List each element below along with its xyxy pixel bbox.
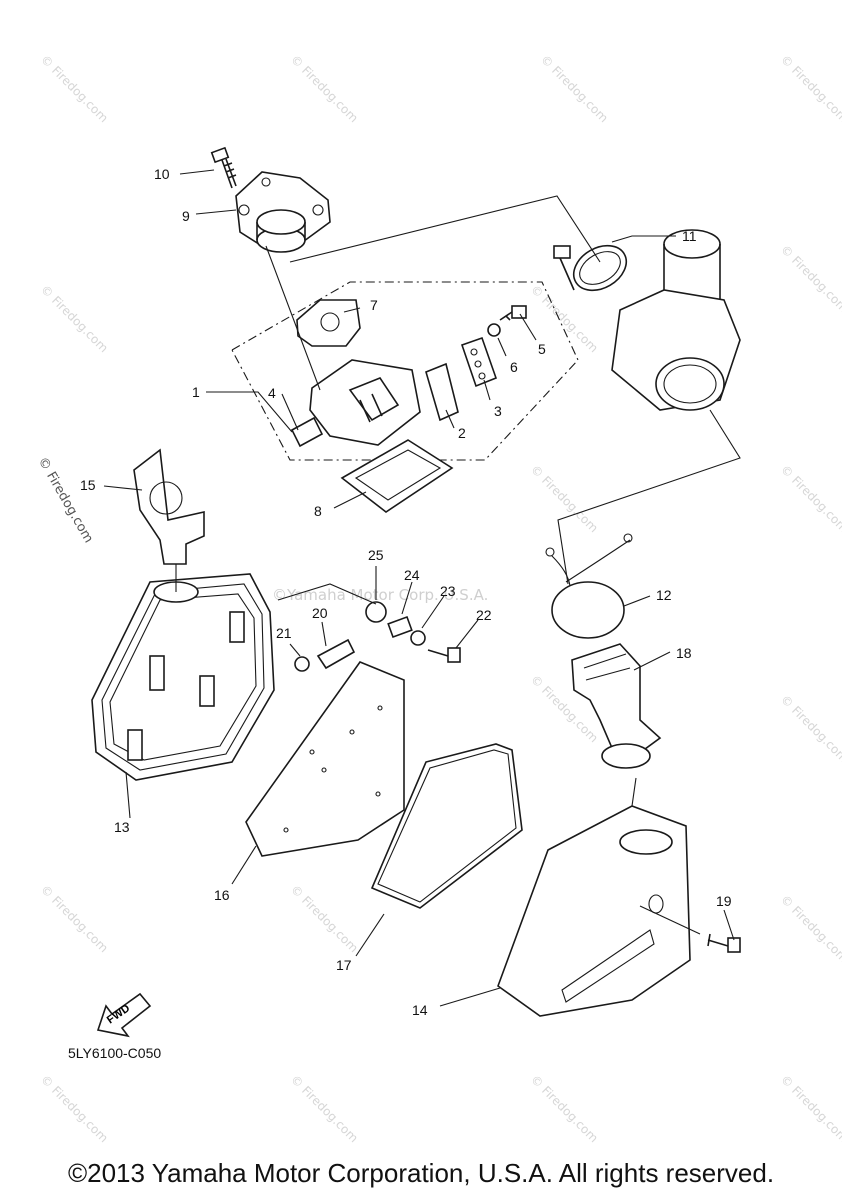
watermark: © Firedog.com: [778, 52, 842, 125]
part-12-cap: [545, 533, 633, 639]
watermark: © Firedog.com: [778, 892, 842, 965]
callout-20: 20: [312, 605, 328, 621]
watermark: © Firedog.com: [288, 52, 361, 125]
callout-14: 14: [412, 1002, 428, 1018]
part-4-gasket: [290, 416, 324, 448]
diagram-code: 5LY6100-C050: [68, 1045, 162, 1061]
callout-2: 2: [458, 425, 466, 441]
callout-10: 10: [154, 166, 170, 182]
part-3-plate: [460, 336, 498, 388]
watermark: © Firedog.com: [38, 52, 111, 125]
callout-15: 15: [80, 477, 96, 493]
callout-12: 12: [656, 587, 672, 603]
part-2-reed: [425, 362, 459, 422]
watermark: © Firedog.com: [538, 52, 611, 125]
callout-11: 11: [682, 228, 697, 244]
callout-3: 3: [494, 403, 502, 419]
callouts: 1 2 3 4 5 6 7 8 9 10 11 12 13 14 15 16 1…: [80, 166, 732, 1018]
callout-13: 13: [114, 819, 130, 835]
copyright-footer: ©2013 Yamaha Motor Corporation, U.S.A. A…: [67, 1158, 775, 1188]
part-8-gasket: [340, 439, 454, 513]
part-15-bracket: [133, 448, 205, 565]
part-17-seal: [370, 743, 523, 909]
watermark-side-left: © Firedog.com: [35, 455, 96, 546]
watermark: © Firedog.com: [38, 282, 111, 355]
watermark: © Firedog.com: [288, 1072, 361, 1145]
part-10-bolt: [210, 146, 237, 189]
part-14-case-cover: [497, 805, 691, 1017]
intake-joint: [611, 229, 741, 411]
watermark: © Firedog.com: [528, 462, 601, 535]
callout-21: 21: [276, 625, 292, 641]
part-9-holder: [235, 171, 331, 253]
watermark: © Firedog.com: [778, 242, 842, 315]
callout-22: 22: [476, 607, 492, 623]
callout-4: 4: [268, 385, 276, 401]
callout-19: 19: [716, 893, 732, 909]
assembly-outline: [231, 281, 579, 461]
callout-16: 16: [214, 887, 230, 903]
callout-24: 24: [404, 567, 420, 583]
part-7-bracket: [296, 299, 361, 347]
watermark: © Firedog.com: [38, 1072, 111, 1145]
watermark: © Firedog.com: [38, 882, 111, 955]
watermark: © Firedog.com: [288, 882, 361, 955]
watermark-center: ©Yamaha Motor Corp. U.S.A.: [272, 586, 488, 604]
part-13-case: [91, 573, 275, 781]
callout-8: 8: [314, 503, 322, 519]
callout-25: 25: [368, 547, 384, 563]
callout-5: 5: [538, 341, 546, 357]
part-6-washer: [487, 323, 501, 337]
callout-18: 18: [676, 645, 692, 661]
watermark: © Firedog.com: [778, 1072, 842, 1145]
callout-6: 6: [510, 359, 518, 375]
part-19-screw: [707, 933, 729, 947]
part-16-element: [245, 661, 405, 857]
callout-7: 7: [370, 297, 378, 313]
small-parts: [294, 601, 461, 672]
watermark: © Firedog.com: [778, 462, 842, 535]
watermark: © Firedog.com: [778, 692, 842, 765]
fwd-arrow: FWD: [96, 992, 152, 1038]
part-5-screw: [499, 305, 527, 321]
part-18-duct: [571, 643, 662, 769]
callout-17: 17: [336, 957, 352, 973]
part-1-reed-valve: [309, 359, 421, 446]
callout-1: 1: [192, 384, 200, 400]
callout-9: 9: [182, 208, 190, 224]
callout-23: 23: [440, 583, 456, 599]
watermark: © Firedog.com: [528, 1072, 601, 1145]
leader-lines: [103, 169, 741, 1007]
part-11-clamp: [553, 244, 628, 292]
